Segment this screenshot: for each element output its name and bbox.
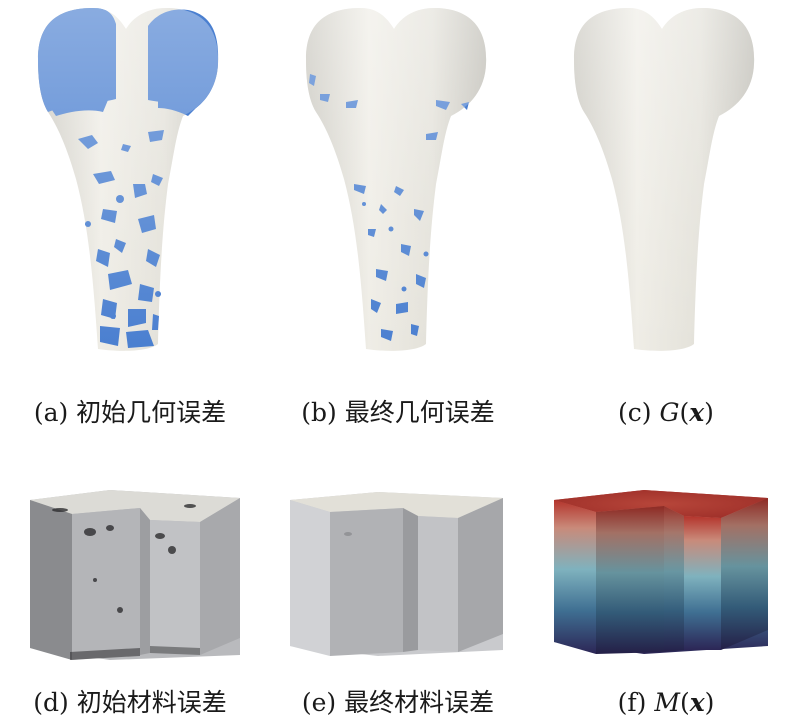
caption-c: (c) G(x) <box>618 398 714 427</box>
caption-f-function: M <box>654 688 680 717</box>
cube-render-f <box>554 490 768 654</box>
caption-a: (a) 初始几何误差 <box>33 398 227 427</box>
panel-d-initial-material-error: (d) 初始材料误差 <box>0 470 260 726</box>
caption-c-variable: x <box>689 398 705 427</box>
panel-c-geometry-function: (c) G(x) <box>536 0 796 427</box>
caption-f-prefix: (f) <box>617 688 655 717</box>
cube-render-e <box>290 492 503 656</box>
caption-f-variable: x <box>689 688 705 717</box>
caption-c-prefix: (c) <box>618 398 660 427</box>
bone-render-c <box>574 8 755 351</box>
panel-e-final-material-error: (e) 最终材料误差 <box>268 470 528 726</box>
panel-f-material-function: (f) M(x) <box>536 470 796 726</box>
bone-render-b <box>306 8 487 351</box>
panel-a-initial-geometry-error: (a) 初始几何误差 <box>0 0 260 427</box>
panel-b-final-geometry-error: (b) 最终几何误差 <box>268 0 528 427</box>
caption-c-function: G <box>659 398 680 427</box>
caption-d: (d) 初始材料误差 <box>33 688 227 717</box>
caption-b: (b) 最终几何误差 <box>301 398 495 427</box>
caption-e: (e) 最终材料误差 <box>301 688 495 717</box>
caption-f: (f) M(x) <box>617 688 715 717</box>
bone-render-a <box>38 8 219 351</box>
cube-render-d <box>30 490 240 660</box>
